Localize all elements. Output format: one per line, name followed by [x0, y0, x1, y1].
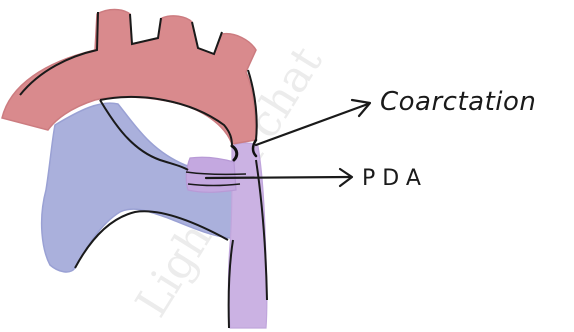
pda-label: PDA [362, 166, 428, 191]
coarctation-label: Coarctation [380, 87, 536, 117]
